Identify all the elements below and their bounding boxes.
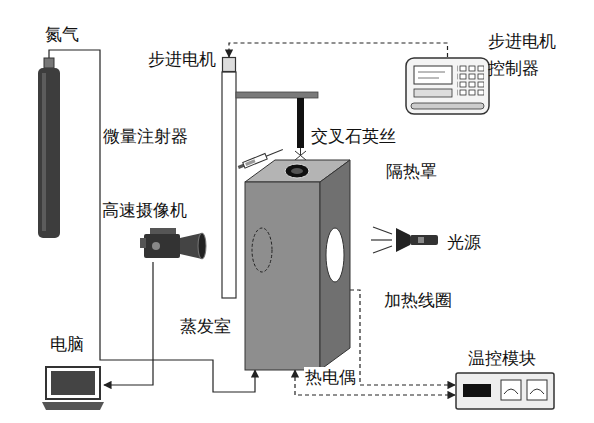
component-label: 步进电机控制器 bbox=[488, 28, 560, 82]
computer-shape bbox=[42, 366, 104, 410]
control-signal-line bbox=[229, 43, 448, 57]
heating-coil-line bbox=[350, 290, 455, 385]
quartz-fibre-label: 交叉石英丝 bbox=[310, 126, 397, 147]
computer: 电脑 bbox=[42, 366, 104, 410]
syringe-label: 微量注射器 bbox=[102, 126, 189, 147]
lift-rod bbox=[222, 72, 236, 298]
video-line bbox=[104, 262, 153, 385]
component-label: 氮气 bbox=[45, 24, 79, 45]
connector-label: 加热线圈 bbox=[383, 290, 453, 311]
stepper-motor-shape bbox=[222, 57, 236, 72]
evaporation-chamber-shape bbox=[245, 155, 350, 370]
component-label: 光源 bbox=[447, 232, 481, 253]
quartz-fibres bbox=[295, 148, 306, 160]
connector-label: 热电偶 bbox=[304, 367, 357, 388]
high-speed-camera-shape bbox=[140, 226, 207, 262]
component-label: 高速摄像机 bbox=[102, 200, 187, 221]
fibre-holder bbox=[297, 98, 304, 148]
motor-controller-shape bbox=[405, 57, 490, 115]
high-speed-camera: 高速摄像机 bbox=[140, 226, 207, 262]
evaporation-chamber: 蒸发室 bbox=[245, 155, 350, 370]
support-arm bbox=[236, 92, 318, 98]
nitrogen-cylinder: 氮气 bbox=[38, 58, 60, 238]
light-source: 光源 bbox=[370, 225, 440, 255]
component-label: 电脑 bbox=[50, 334, 84, 355]
motor-controller: 步进电机控制器 bbox=[405, 57, 490, 115]
temperature-controller: 温控模块 bbox=[455, 372, 555, 410]
light-source-shape bbox=[370, 225, 440, 255]
stepper-motor: 步进电机 bbox=[222, 57, 236, 72]
component-label: 步进电机 bbox=[148, 49, 216, 70]
component-label: 蒸发室 bbox=[180, 316, 231, 337]
nitrogen-cylinder-shape bbox=[38, 58, 60, 238]
temperature-controller-shape bbox=[455, 372, 555, 410]
component-label: 温控模块 bbox=[468, 348, 536, 369]
nitrogen-line bbox=[49, 50, 255, 392]
heat-shield-label: 隔热罩 bbox=[385, 161, 438, 182]
